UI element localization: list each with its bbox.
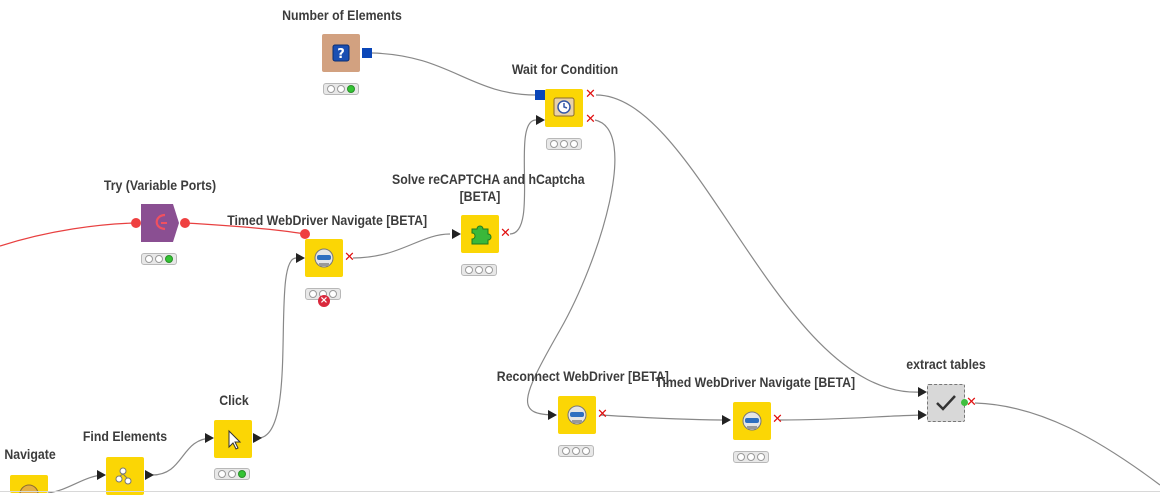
input-port[interactable] xyxy=(535,90,545,100)
node-extract-tables[interactable] xyxy=(927,384,965,422)
error-badge-icon[interactable]: × xyxy=(318,295,330,307)
input-port[interactable] xyxy=(131,218,141,228)
node-status xyxy=(558,445,594,457)
input-port[interactable] xyxy=(918,410,927,420)
connection-navigate-to-solve xyxy=(352,233,451,259)
input-port[interactable] xyxy=(536,115,545,125)
node-number-of-elements[interactable]: ? xyxy=(322,34,360,72)
connection-wait-to-reconnect xyxy=(527,119,616,416)
error-output-port[interactable]: ✕ xyxy=(772,412,783,427)
error-output-port[interactable]: ✕ xyxy=(344,250,355,265)
robot-icon xyxy=(742,411,762,431)
input-port[interactable] xyxy=(97,470,106,480)
node-solve-recaptcha[interactable] xyxy=(461,215,499,253)
try-icon xyxy=(141,204,179,242)
connection-find-to-click xyxy=(151,437,214,476)
error-output-port[interactable]: ✕ xyxy=(585,87,596,102)
node-click[interactable] xyxy=(214,420,252,458)
connection-extract-out xyxy=(974,402,1160,486)
node-label-solve-recaptcha: Solve reCAPTCHA and hCaptcha [BETA] xyxy=(392,171,585,205)
node-label-wait-for-condition: Wait for Condition xyxy=(511,61,619,77)
input-port[interactable] xyxy=(918,387,927,397)
node-label-reconnect-webdriver: Reconnect WebDriver [BETA] xyxy=(496,368,669,384)
node-status xyxy=(141,253,177,265)
cursor-icon xyxy=(228,429,242,450)
node-timed-navigate[interactable] xyxy=(733,402,771,440)
output-port[interactable] xyxy=(145,470,154,480)
node-label-extract-tables: extract tables xyxy=(906,356,986,372)
node-status xyxy=(305,288,341,300)
question-icon: ? xyxy=(332,44,350,62)
puzzle-icon xyxy=(471,225,492,245)
svg-text:?: ? xyxy=(337,47,345,62)
error-output-port[interactable]: ✕ xyxy=(500,226,511,241)
output-port[interactable] xyxy=(253,433,262,443)
canvas-bottom-border xyxy=(0,491,1160,492)
node-find-elements[interactable] xyxy=(106,457,144,495)
input-port[interactable] xyxy=(296,253,305,263)
output-port[interactable] xyxy=(961,399,968,406)
connection-solve-to-wait xyxy=(509,119,537,235)
node-label-line: Solve reCAPTCHA and hCaptcha xyxy=(392,171,585,187)
node-try-variable-ports[interactable] xyxy=(141,204,179,242)
node-status xyxy=(461,264,497,276)
node-status xyxy=(733,451,769,463)
connection-navigate2-to-extract xyxy=(779,414,923,421)
output-port[interactable] xyxy=(362,48,372,58)
checkmark-icon xyxy=(936,395,956,411)
find-icon xyxy=(115,467,132,485)
node-label-try-variable-ports: Try (Variable Ports) xyxy=(103,177,217,193)
node-status xyxy=(214,468,250,480)
connection-try-in xyxy=(0,222,136,247)
node-status xyxy=(546,138,582,150)
connection-click-to-navigate xyxy=(257,257,297,439)
error-output-port[interactable]: ✕ xyxy=(597,407,608,422)
input-port[interactable] xyxy=(548,410,557,420)
input-port[interactable] xyxy=(205,433,214,443)
node-label-timed-navigate: Timed WebDriver Navigate [BETA] xyxy=(655,374,856,390)
connection-try-to-navigate xyxy=(184,222,306,235)
error-output-port[interactable]: ✕ xyxy=(585,112,596,127)
node-status xyxy=(323,83,359,95)
output-port[interactable] xyxy=(180,218,190,228)
node-label-click: Click xyxy=(219,392,249,408)
robot-icon xyxy=(314,248,334,268)
input-port[interactable] xyxy=(722,415,731,425)
robot-icon xyxy=(567,405,587,425)
node-label-line: [BETA] xyxy=(459,188,501,204)
clock-icon xyxy=(553,97,575,117)
input-port[interactable] xyxy=(300,229,310,239)
connection-reconnect-to-navigate xyxy=(599,414,731,421)
connection-wait-to-extract xyxy=(595,94,923,393)
node-label-timed-navigate: Timed WebDriver Navigate [BETA] xyxy=(227,212,428,228)
node-wait-for-condition[interactable] xyxy=(545,89,583,127)
input-port[interactable] xyxy=(452,229,461,239)
node-reconnect-webdriver[interactable] xyxy=(558,396,596,434)
error-output-port[interactable]: ✕ xyxy=(966,395,977,410)
node-label-find-elements: Find Elements xyxy=(82,428,168,444)
connection-number-to-wait xyxy=(371,52,537,96)
node-label-number-of-elements: Number of Elements xyxy=(282,7,402,23)
node-timed-navigate[interactable] xyxy=(305,239,343,277)
node-label-navigate: Navigate xyxy=(4,446,56,462)
